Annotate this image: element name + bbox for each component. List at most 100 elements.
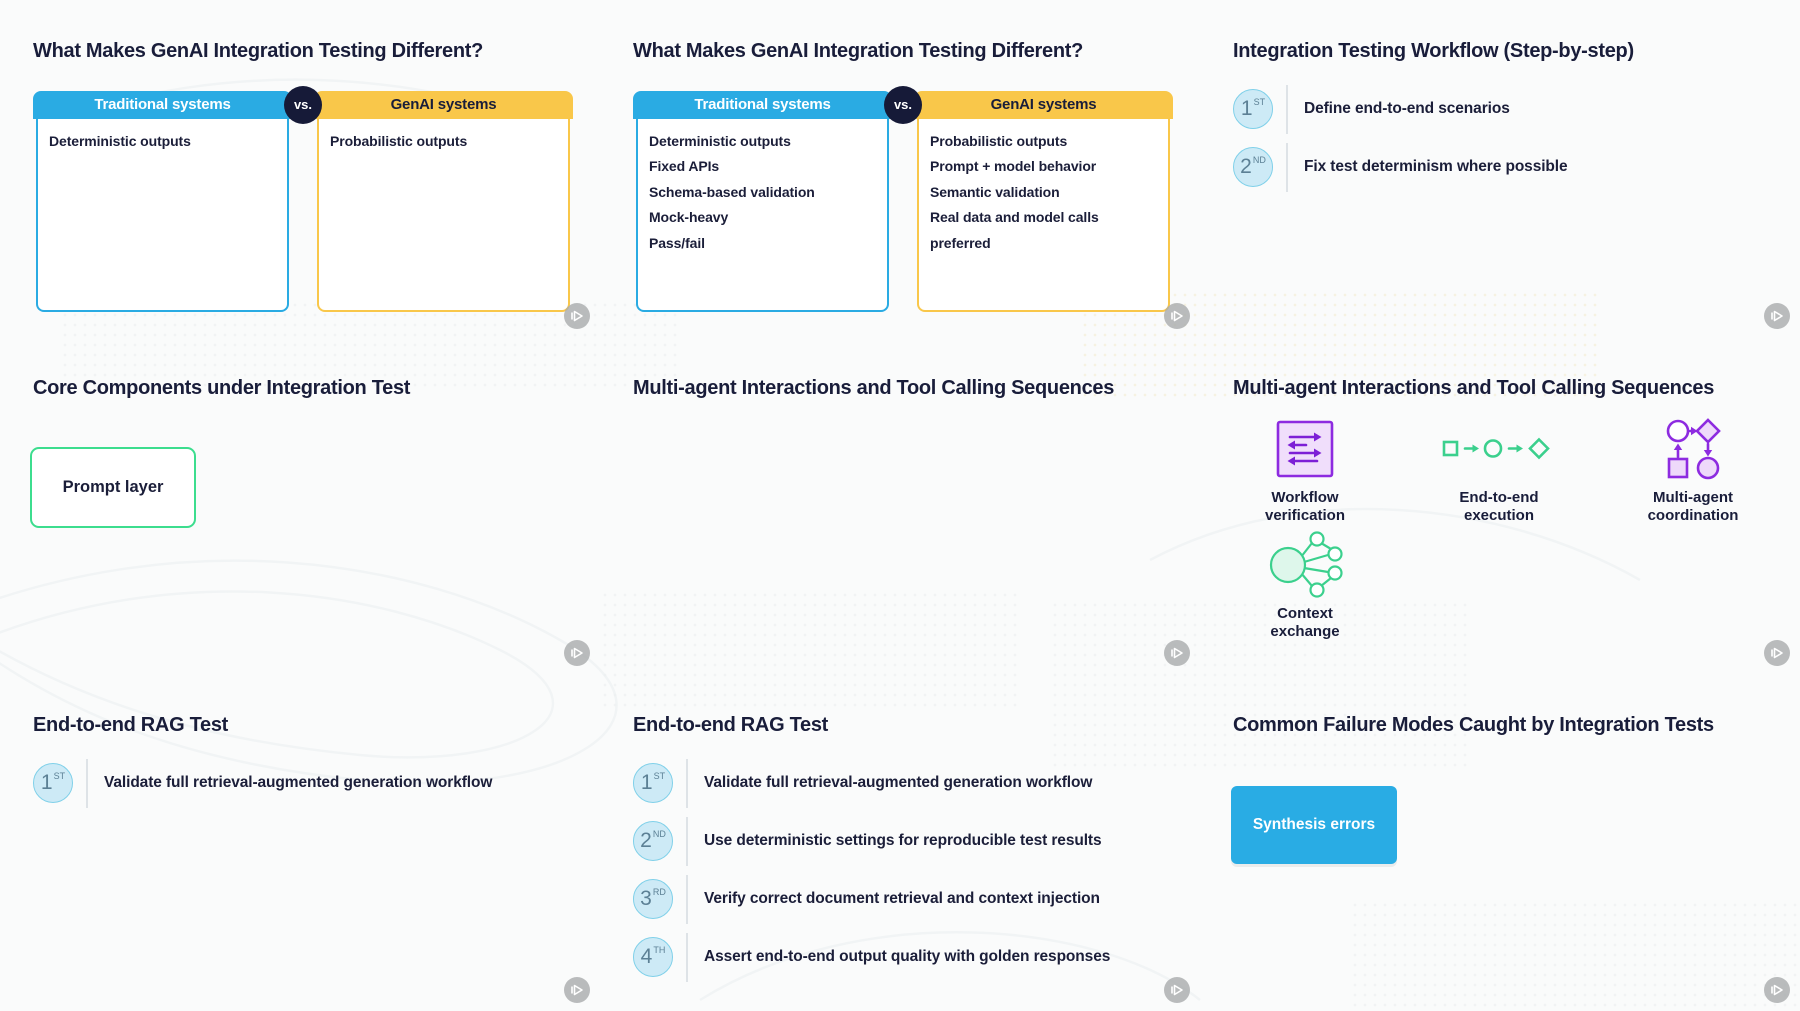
feature-context-exchange: Context exchange xyxy=(1225,531,1385,641)
step-text: Use deterministic settings for reproduci… xyxy=(704,832,1102,850)
slide-genai-testing-different-1: What Makes GenAI Integration Testing Dif… xyxy=(0,0,600,337)
feature-end-to-end-execution: End-to-end execution xyxy=(1419,417,1579,525)
interactive-play-marker-icon[interactable] xyxy=(1164,303,1190,329)
prompt-layer-box[interactable]: Prompt layer xyxy=(30,447,196,528)
interactive-play-marker-icon[interactable] xyxy=(564,640,590,666)
step-number: 2 xyxy=(1240,155,1252,179)
comparison-item: Semantic validation xyxy=(930,183,1060,200)
interactive-play-marker-icon[interactable] xyxy=(564,977,590,1003)
page-title: Integration Testing Workflow (Step-by-st… xyxy=(1233,39,1634,62)
comparison-table: Traditional systems Deterministic output… xyxy=(33,85,573,312)
step-number: 1 xyxy=(40,771,53,795)
comparison-header-traditional: Traditional systems xyxy=(33,90,292,119)
synthesis-errors-button[interactable]: Synthesis errors xyxy=(1231,786,1397,864)
step-text: Fix test determinism where possible xyxy=(1304,158,1568,176)
end-to-end-execution-icon xyxy=(1441,417,1557,481)
context-exchange-icon xyxy=(1265,531,1345,598)
comparison-item: Prompt + model behavior xyxy=(930,158,1097,175)
slide-genai-testing-different-2: What Makes GenAI Integration Testing Dif… xyxy=(600,0,1200,337)
page-title: What Makes GenAI Integration Testing Dif… xyxy=(33,39,484,62)
comparison-item: Fixed APIs xyxy=(649,158,720,175)
slide-core-components: Core Components under Integration Test P… xyxy=(0,337,600,674)
comparison-column-traditional: Traditional systems Deterministic output… xyxy=(33,90,292,312)
feature-label: Workflow verification xyxy=(1264,489,1346,524)
comparison-column-genai: GenAI systems Probabilistic outputs xyxy=(314,90,573,312)
step-ordinal: ST xyxy=(1253,97,1266,108)
comparison-item: Schema-based validation xyxy=(649,183,815,200)
interactive-play-marker-icon[interactable] xyxy=(1164,640,1190,666)
workflow-verification-icon xyxy=(1276,417,1334,481)
page-title: Multi-agent Interactions and Tool Callin… xyxy=(633,376,1115,399)
step-text: Define end-to-end scenarios xyxy=(1304,100,1510,118)
step-text: Validate full retrieval-augmented genera… xyxy=(104,774,493,792)
step-ordinal: ND xyxy=(1252,155,1266,166)
comparison-body-traditional: Deterministic outputs xyxy=(36,118,289,312)
comparison-body-genai: Probabilistic outputs Prompt + model beh… xyxy=(917,118,1170,312)
step-divider xyxy=(686,758,688,808)
page-title: Core Components under Integration Test xyxy=(33,376,411,399)
step-number: 1 xyxy=(640,771,653,795)
step-divider xyxy=(686,874,688,924)
step-divider xyxy=(86,758,88,808)
comparison-table: Traditional systems Deterministic output… xyxy=(633,85,1173,312)
step-text: Assert end-to-end output quality with go… xyxy=(704,948,1111,966)
interactive-play-marker-icon[interactable] xyxy=(1764,303,1790,329)
comparison-item: Probabilistic outputs xyxy=(330,132,468,149)
step-divider xyxy=(1286,142,1288,192)
interactive-play-marker-icon[interactable] xyxy=(1164,977,1190,1003)
step-divider xyxy=(686,932,688,982)
interactive-play-marker-icon[interactable] xyxy=(1764,640,1790,666)
page-title: Common Failure Modes Caught by Integrati… xyxy=(1233,713,1714,736)
step-text: Verify correct document retrieval and co… xyxy=(704,890,1100,908)
step-number: 2 xyxy=(640,829,652,853)
step-ordinal: TH xyxy=(653,945,666,956)
step-ordinal: ST xyxy=(53,771,66,782)
vs-badge: vs. xyxy=(884,85,922,124)
comparison-body-genai: Probabilistic outputs xyxy=(317,118,570,312)
step-divider xyxy=(686,816,688,866)
step-number: 4 xyxy=(640,945,653,969)
feature-label: Context exchange xyxy=(1270,605,1340,640)
page-title: End-to-end RAG Test xyxy=(633,713,829,736)
page-title: End-to-end RAG Test xyxy=(33,713,229,736)
interactive-play-marker-icon[interactable] xyxy=(564,303,590,329)
feature-workflow-verification: Workflow verification xyxy=(1225,417,1385,525)
slide-integration-testing-workflow: Integration Testing Workflow (Step-by-st… xyxy=(1200,0,1800,337)
comparison-header-genai: GenAI systems xyxy=(914,90,1173,119)
page-title: What Makes GenAI Integration Testing Dif… xyxy=(633,39,1084,62)
step-divider xyxy=(1286,84,1288,134)
comparison-item: Pass/fail xyxy=(649,234,705,251)
page-title: Multi-agent Interactions and Tool Callin… xyxy=(1233,376,1715,399)
step-number: 3 xyxy=(640,887,652,911)
slide-multi-agent-interactions-1: Multi-agent Interactions and Tool Callin… xyxy=(600,337,1200,674)
slide-common-failure-modes: Common Failure Modes Caught by Integrati… xyxy=(1200,674,1800,1011)
feature-label: Multi-agent coordination xyxy=(1647,489,1739,524)
comparison-column-traditional: Traditional systems Deterministic output… xyxy=(633,90,892,312)
multi-agent-coordination-icon xyxy=(1661,417,1725,481)
vs-badge: vs. xyxy=(284,85,322,124)
interactive-play-marker-icon[interactable] xyxy=(1764,977,1790,1003)
feature-label: End-to-end execution xyxy=(1459,489,1539,524)
step-ordinal: ND xyxy=(652,829,666,840)
comparison-column-genai: GenAI systems Probabilistic outputs Prom… xyxy=(914,90,1173,312)
step-ordinal: RD xyxy=(652,887,666,898)
comparison-item: Probabilistic outputs xyxy=(930,132,1068,149)
comparison-item: Mock-heavy xyxy=(649,209,729,226)
